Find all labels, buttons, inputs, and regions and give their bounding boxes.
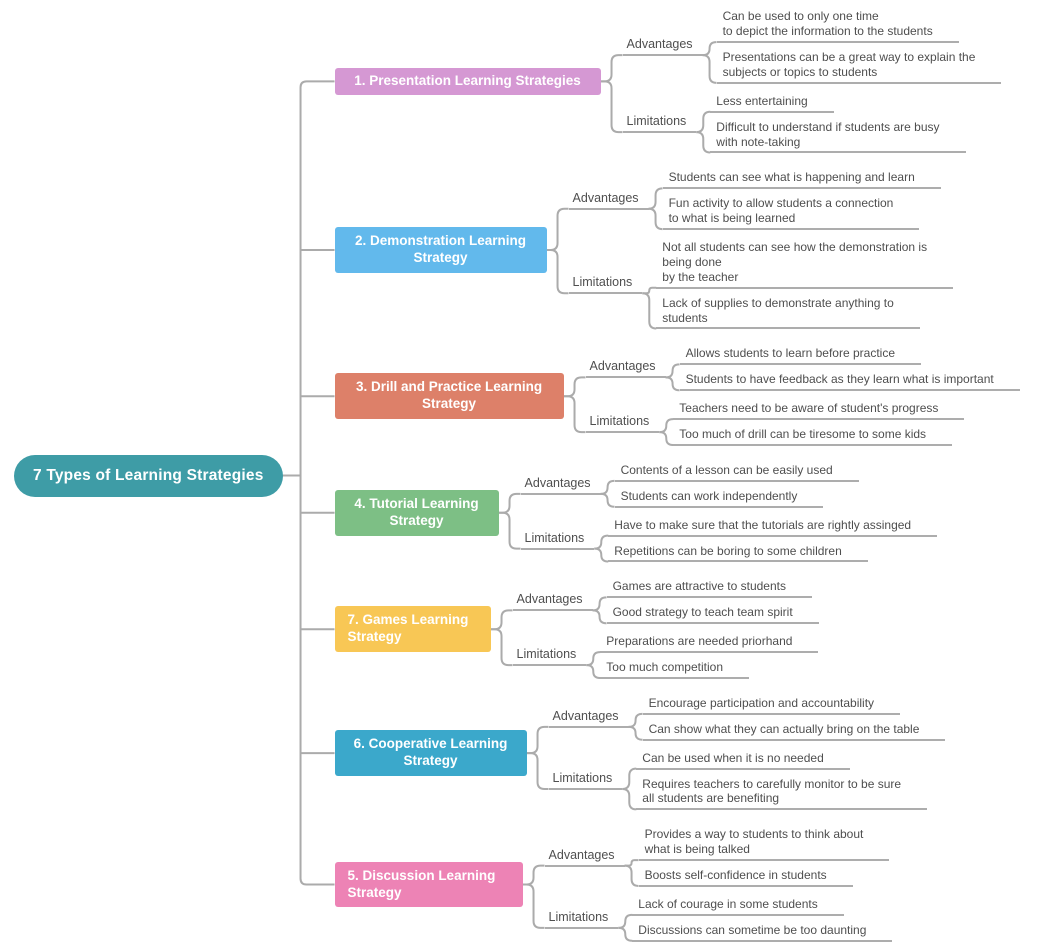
advantages-group: Advantages Students can see what is happ…: [568, 170, 954, 231]
leaf-node[interactable]: Can be used to only one time to depict t…: [716, 9, 959, 44]
leaf-node[interactable]: Fun activity to allow students a connect…: [662, 196, 920, 231]
advantages-label[interactable]: Advantages: [512, 592, 593, 612]
leaves: Have to make sure that the tutorials are…: [608, 518, 938, 563]
leaf-node[interactable]: Lack of supplies to demonstrate anything…: [656, 296, 920, 330]
limitations-label[interactable]: Limitations: [568, 275, 643, 295]
groups: Advantages Allows students to learn befo…: [585, 346, 1020, 446]
advantages-group: Advantages Contents of a lesson can be e…: [520, 463, 938, 508]
leaf-node[interactable]: Allows students to learn before practice: [679, 346, 922, 366]
advantages-label[interactable]: Advantages: [585, 359, 666, 379]
limitations-group: Limitations Have to make sure that the t…: [520, 518, 938, 563]
branches-column: 1. Presentation Learning Strategies Adva…: [334, 9, 1020, 942]
branch-demonstration: 2. Demonstration Learning Strategy Advan…: [334, 170, 1020, 330]
leaf-node[interactable]: Encourage participation and accountabili…: [642, 696, 901, 715]
advantages-group: Advantages Allows students to learn befo…: [585, 346, 1020, 392]
leaf-node[interactable]: Can be used when it is no needed: [636, 751, 850, 770]
advantages-group: Advantages Can be used to only one time …: [622, 9, 1002, 84]
leaf-node[interactable]: Presentations can be a great way to expl…: [716, 50, 1002, 84]
limitations-label[interactable]: Limitations: [548, 771, 623, 790]
branch-tutorial: 4. Tutorial Learning Strategy Advantages…: [334, 463, 1020, 563]
groups: Advantages Games are attractive to stude…: [512, 579, 819, 679]
leaves: Teachers need to be aware of student's p…: [673, 401, 965, 446]
leaf-node[interactable]: Discussions can sometime be too daunting: [632, 923, 893, 942]
limitations-group: Limitations Teachers need to be aware of…: [585, 401, 1020, 446]
limitations-group: Limitations Preparations are needed prio…: [512, 634, 819, 679]
leaves: Preparations are needed priorhand Too mu…: [600, 634, 819, 679]
leaves: Games are attractive to students Good st…: [606, 579, 819, 625]
limitations-label[interactable]: Limitations: [544, 910, 619, 929]
advantages-label[interactable]: Advantages: [520, 476, 601, 495]
leaf-node[interactable]: Students can work independently: [614, 489, 824, 508]
leaves: Encourage participation and accountabili…: [642, 696, 946, 741]
limitations-label[interactable]: Limitations: [512, 647, 587, 667]
topic-node[interactable]: 6. Cooperative Learning Strategy: [334, 730, 527, 776]
topic-node[interactable]: 3. Drill and Practice Learning Strategy: [334, 373, 564, 420]
advantages-label[interactable]: Advantages: [622, 37, 703, 57]
leaf-node[interactable]: Requires teachers to carefully monitor t…: [636, 777, 928, 811]
limitations-group: Limitations Lack of courage in some stud…: [544, 897, 893, 942]
leaves: Lack of courage in some students Discuss…: [632, 897, 893, 942]
leaves: Provides a way to students to think abou…: [638, 827, 890, 887]
advantages-group: Advantages Encourage participation and a…: [548, 696, 946, 741]
advantages-label[interactable]: Advantages: [548, 709, 629, 728]
limitations-label[interactable]: Limitations: [520, 531, 595, 550]
branch-cooperative: 6. Cooperative Learning Strategy Advanta…: [334, 696, 1020, 811]
leaves: Can be used when it is no needed Require…: [636, 751, 928, 811]
leaf-node[interactable]: Students can see what is happening and l…: [662, 170, 941, 190]
topic-node[interactable]: 4. Tutorial Learning Strategy: [334, 489, 499, 536]
leaves: Not all students can see how the demonst…: [656, 240, 954, 330]
leaf-node[interactable]: Contents of a lesson can be easily used: [614, 463, 859, 482]
leaf-node[interactable]: Provides a way to students to think abou…: [638, 827, 890, 862]
branch-games: 7. Games Learning Strategy Advantages Ga…: [334, 579, 1020, 679]
leaf-node[interactable]: Teachers need to be aware of student's p…: [673, 401, 965, 421]
advantages-group: Advantages Provides a way to students to…: [544, 827, 893, 887]
groups: Advantages Encourage participation and a…: [548, 696, 946, 811]
leaf-node[interactable]: Difficult to understand if students are …: [710, 120, 966, 154]
topic-node[interactable]: 2. Demonstration Learning Strategy: [334, 227, 547, 273]
branch-drill-practice: 3. Drill and Practice Learning Strategy …: [334, 346, 1020, 446]
leaf-node[interactable]: Good strategy to teach team spirit: [606, 605, 819, 625]
leaf-node[interactable]: Not all students can see how the demonst…: [656, 240, 954, 289]
leaf-node[interactable]: Too much of drill can be tiresome to som…: [673, 427, 953, 446]
leaf-node[interactable]: Can show what they can actually bring on…: [642, 722, 946, 741]
limitations-group: Limitations Not all students can see how…: [568, 240, 954, 330]
limitations-group: Limitations Less entertaining Difficult …: [622, 94, 1002, 154]
leaf-node[interactable]: Less entertaining: [710, 94, 834, 113]
leaves: Can be used to only one time to depict t…: [716, 9, 1002, 84]
branch-discussion: 5. Discussion Learning Strategy Advantag…: [334, 827, 1020, 942]
limitations-label[interactable]: Limitations: [585, 414, 660, 434]
leaf-node[interactable]: Have to make sure that the tutorials are…: [608, 518, 938, 537]
groups: Advantages Students can see what is happ…: [568, 170, 954, 330]
root-topic[interactable]: 7 Types of Learning Strategies: [14, 454, 283, 497]
leaf-node[interactable]: Lack of courage in some students: [632, 897, 844, 916]
advantages-label[interactable]: Advantages: [568, 191, 649, 210]
leaf-node[interactable]: Games are attractive to students: [606, 579, 812, 599]
topic-node[interactable]: 7. Games Learning Strategy: [334, 606, 491, 653]
branch-presentation: 1. Presentation Learning Strategies Adva…: [334, 9, 1020, 154]
leaf-node[interactable]: Preparations are needed priorhand: [600, 634, 819, 654]
groups: Advantages Contents of a lesson can be e…: [520, 463, 938, 563]
advantages-label[interactable]: Advantages: [544, 848, 625, 867]
groups: Advantages Can be used to only one time …: [622, 9, 1002, 154]
topic-node[interactable]: 5. Discussion Learning Strategy: [334, 861, 523, 908]
leaves: Less entertaining Difficult to understan…: [710, 94, 966, 154]
leaves: Contents of a lesson can be easily used …: [614, 463, 859, 508]
limitations-group: Limitations Can be used when it is no ne…: [548, 751, 946, 811]
leaf-node[interactable]: Repetitions can be boring to some childr…: [608, 544, 868, 563]
limitations-label[interactable]: Limitations: [622, 114, 697, 134]
leaf-node[interactable]: Too much competition: [600, 660, 750, 679]
leaf-node[interactable]: Boosts self-confidence in students: [638, 868, 853, 887]
leaves: Students can see what is happening and l…: [662, 170, 941, 231]
leaves: Allows students to learn before practice…: [679, 346, 1020, 392]
topic-node[interactable]: 1. Presentation Learning Strategies: [334, 67, 601, 95]
leaf-node[interactable]: Students to have feedback as they learn …: [679, 372, 1020, 392]
advantages-group: Advantages Games are attractive to stude…: [512, 579, 819, 625]
groups: Advantages Provides a way to students to…: [544, 827, 893, 942]
